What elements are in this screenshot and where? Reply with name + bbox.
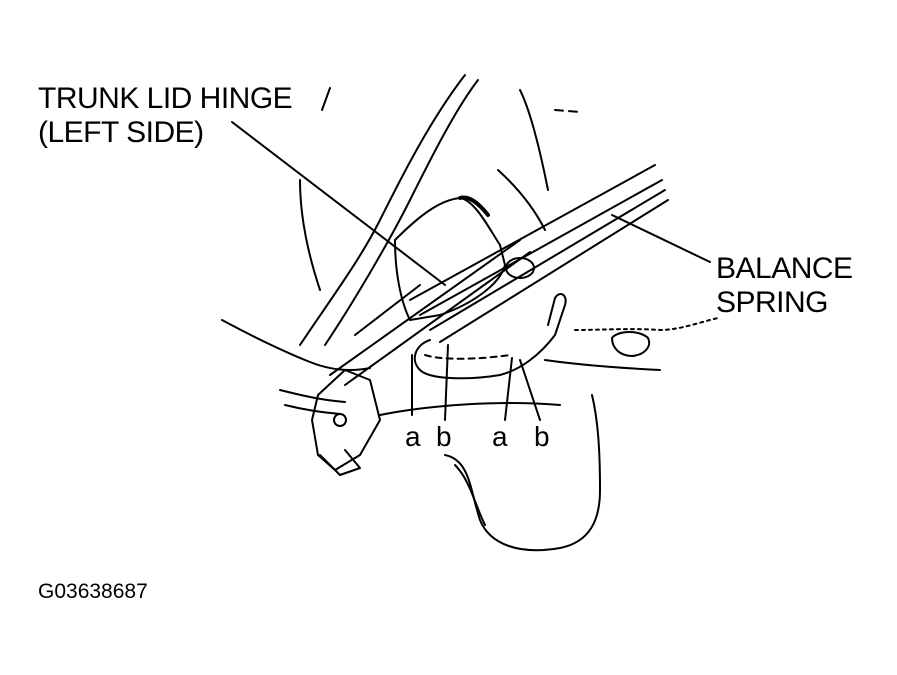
spring-rod-1 [409,164,656,301]
floor-curve [379,402,561,416]
hinge-label-line2: (LEFT SIDE) [38,116,204,149]
wire-harness [574,317,719,331]
inner-panel-edge [324,79,479,346]
hinge-pivot [311,369,381,476]
trunk-opening-edge [299,74,466,346]
label-a-left: a [405,421,421,452]
label-b-left: b [436,421,452,452]
back-wall [497,169,546,231]
upper-left-panel [299,179,321,291]
leader-a2 [504,357,513,421]
left-fender-lines-2 [284,404,341,415]
gutter-inner [454,464,486,526]
hinge-bracket [329,195,531,386]
left-fender-lines [279,389,346,403]
spring-hook-dashed [424,354,511,360]
quarter-panel-curve [221,319,371,371]
right-panel-dash [554,109,581,113]
right-upper-panel [519,89,549,191]
wire-clip [611,331,651,357]
hinge-leader [231,121,446,286]
label-a-right: a [492,421,508,452]
spring-hook [413,293,567,380]
wire-clip-body [611,331,651,357]
label-b-right: b [534,421,550,452]
spring-end-collar [505,257,535,279]
leader-b1 [444,344,449,421]
spring-rod-2 [419,179,663,316]
slash-mark [321,87,331,111]
balance-spring-label: BALANCE SPRING [716,252,853,320]
hinge-bracket-shadow [458,195,490,217]
pivot-bolt [333,413,347,427]
hinge-arm-upper [329,239,521,376]
body-panel-outlines [221,74,719,552]
trunk-lid-hinge-label: TRUNK LID HINGE (LEFT SIDE) [38,82,293,150]
leader-lines [231,121,711,421]
hinge-label-line1: TRUNK LID HINGE [38,82,293,115]
spring-label-line2: SPRING [716,286,829,319]
hinge-arm-lower [344,251,531,386]
spring-label-line1: BALANCE [716,252,853,285]
leader-b2 [519,359,541,421]
spring-leader [611,214,711,263]
pivot-block [311,369,381,471]
gutter-outline [444,394,601,552]
pivot-foot [319,449,361,476]
hinge-arm-back [354,284,421,336]
spring-rod-3 [429,189,666,331]
lower-floor-line [544,359,661,371]
figure-code: G03638687 [38,580,148,603]
